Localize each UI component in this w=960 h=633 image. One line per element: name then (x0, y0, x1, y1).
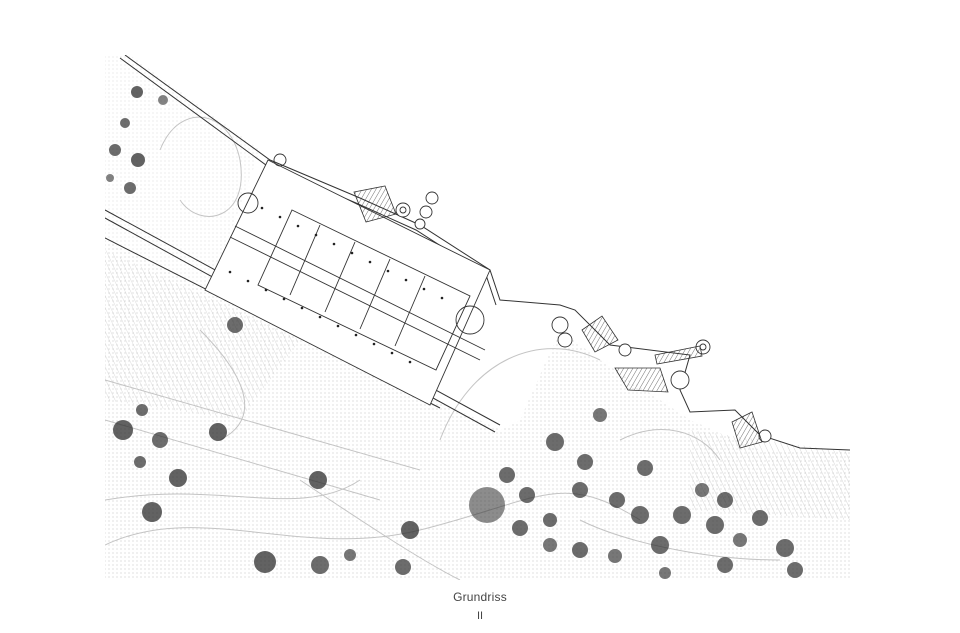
ridge-pavilions (395, 191, 772, 443)
trees (106, 86, 803, 579)
drawing-title: Grundriss (453, 590, 507, 604)
hillside-texture (105, 240, 850, 580)
main-building (204, 153, 491, 406)
east-field-hatch (690, 430, 850, 520)
stairs (353, 185, 763, 449)
footpaths (105, 116, 781, 580)
sheet-number: II (476, 610, 484, 622)
tree-cluster-west (106, 86, 168, 194)
tree-cluster-east (469, 408, 803, 579)
terrain-layer (105, 55, 850, 580)
hillside-hatch (105, 250, 300, 420)
tree-cluster-south (113, 317, 419, 575)
